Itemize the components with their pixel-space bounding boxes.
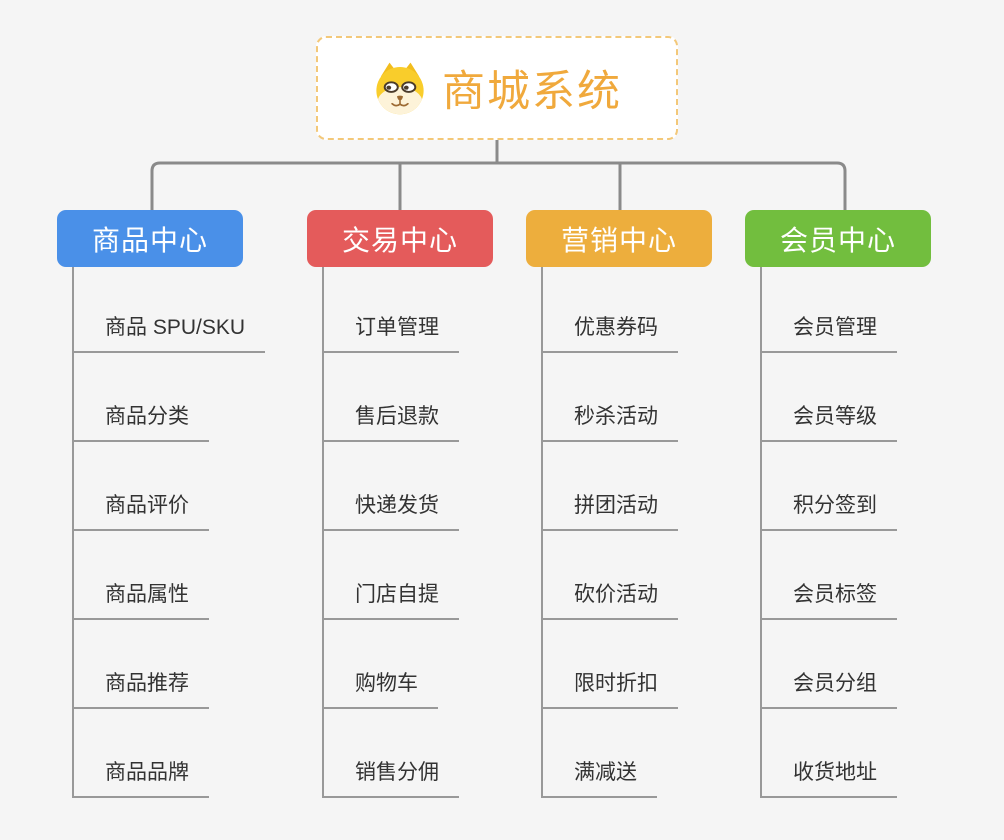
branch-node[interactable]: 商品中心	[57, 210, 243, 267]
leaf-label[interactable]: 商品分类	[72, 400, 209, 442]
leaf-label[interactable]: 售后退款	[322, 400, 459, 442]
leaf-node: 门店自提	[322, 531, 547, 620]
dog-face-icon	[376, 62, 424, 115]
leaf-node: 优惠券码	[541, 267, 766, 353]
leaf-label[interactable]: 商品品牌	[72, 756, 209, 798]
leaf-node: 会员等级	[760, 353, 985, 442]
leaf-label[interactable]: 满减送	[541, 756, 657, 798]
leaf-node: 积分签到	[760, 442, 985, 531]
leaf-label[interactable]: 门店自提	[322, 578, 459, 620]
leaf-label[interactable]: 商品 SPU/SKU	[72, 311, 266, 353]
leaf-node: 砍价活动	[541, 531, 766, 620]
leaf-label[interactable]: 会员等级	[760, 400, 897, 442]
leaf-node: 会员标签	[760, 531, 985, 620]
leaf-node: 限时折扣	[541, 620, 766, 709]
leaf-node: 商品分类	[72, 353, 297, 442]
leaf-label[interactable]: 优惠券码	[541, 311, 678, 353]
leaf-label[interactable]: 订单管理	[322, 311, 459, 353]
root-title: 商城系统	[442, 68, 622, 116]
leaf-node: 商品品牌	[72, 709, 297, 798]
leaf-node: 快递发货	[322, 442, 547, 531]
branch-label: 营销中心	[560, 224, 677, 256]
leaf-node: 秒杀活动	[541, 353, 766, 442]
leaf-node: 拼团活动	[541, 442, 766, 531]
branch-product-center: 商品中心 商品 SPU/SKU 商品分类 商品评价 商品属性 商品推荐 商品品牌	[57, 210, 297, 798]
branch-marketing-center: 营销中心 优惠券码 秒杀活动 拼团活动 砍价活动 限时折扣 满减送	[526, 210, 766, 798]
leaf-label[interactable]: 砍价活动	[541, 578, 678, 620]
branch-node[interactable]: 营销中心	[526, 210, 712, 267]
leaf-column: 商品 SPU/SKU 商品分类 商品评价 商品属性 商品推荐 商品品牌	[72, 267, 297, 798]
leaf-node: 商品推荐	[72, 620, 297, 709]
leaf-label[interactable]: 拼团活动	[541, 489, 678, 531]
branch-node[interactable]: 会员中心	[745, 210, 931, 267]
leaf-node: 销售分佣	[322, 709, 547, 798]
leaf-node: 商品 SPU/SKU	[72, 267, 297, 353]
leaf-label[interactable]: 收货地址	[760, 756, 897, 798]
leaf-label[interactable]: 会员管理	[760, 311, 897, 353]
branch-label: 商品中心	[91, 224, 208, 256]
leaf-label[interactable]: 会员标签	[760, 578, 897, 620]
leaf-node: 满减送	[541, 709, 766, 798]
leaf-node: 收货地址	[760, 709, 985, 798]
leaf-node: 购物车	[322, 620, 547, 709]
leaf-column: 订单管理 售后退款 快递发货 门店自提 购物车 销售分佣	[322, 267, 547, 798]
leaf-node: 售后退款	[322, 353, 547, 442]
leaf-label[interactable]: 商品推荐	[72, 667, 209, 709]
leaf-label[interactable]: 销售分佣	[322, 756, 459, 798]
leaf-node: 商品属性	[72, 531, 297, 620]
leaf-label[interactable]: 会员分组	[760, 667, 897, 709]
branch-node[interactable]: 交易中心	[307, 210, 493, 267]
leaf-node: 会员分组	[760, 620, 985, 709]
leaf-label[interactable]: 秒杀活动	[541, 400, 678, 442]
leaf-label[interactable]: 商品属性	[72, 578, 209, 620]
leaf-node: 商品评价	[72, 442, 297, 531]
leaf-label[interactable]: 商品评价	[72, 489, 209, 531]
leaf-column: 优惠券码 秒杀活动 拼团活动 砍价活动 限时折扣 满减送	[541, 267, 766, 798]
leaf-node: 订单管理	[322, 267, 547, 353]
branch-member-center: 会员中心 会员管理 会员等级 积分签到 会员标签 会员分组 收货地址	[745, 210, 985, 798]
leaf-column: 会员管理 会员等级 积分签到 会员标签 会员分组 收货地址	[760, 267, 985, 798]
leaf-label[interactable]: 购物车	[322, 667, 438, 709]
branch-label: 交易中心	[341, 224, 458, 256]
root-node-mall-system[interactable]: 商城系统	[316, 36, 678, 140]
leaf-node: 会员管理	[760, 267, 985, 353]
branch-trade-center: 交易中心 订单管理 售后退款 快递发货 门店自提 购物车 销售分佣	[307, 210, 547, 798]
leaf-label[interactable]: 快递发货	[322, 489, 459, 531]
branch-label: 会员中心	[779, 224, 896, 256]
leaf-label[interactable]: 限时折扣	[541, 667, 678, 709]
leaf-label[interactable]: 积分签到	[760, 489, 897, 531]
